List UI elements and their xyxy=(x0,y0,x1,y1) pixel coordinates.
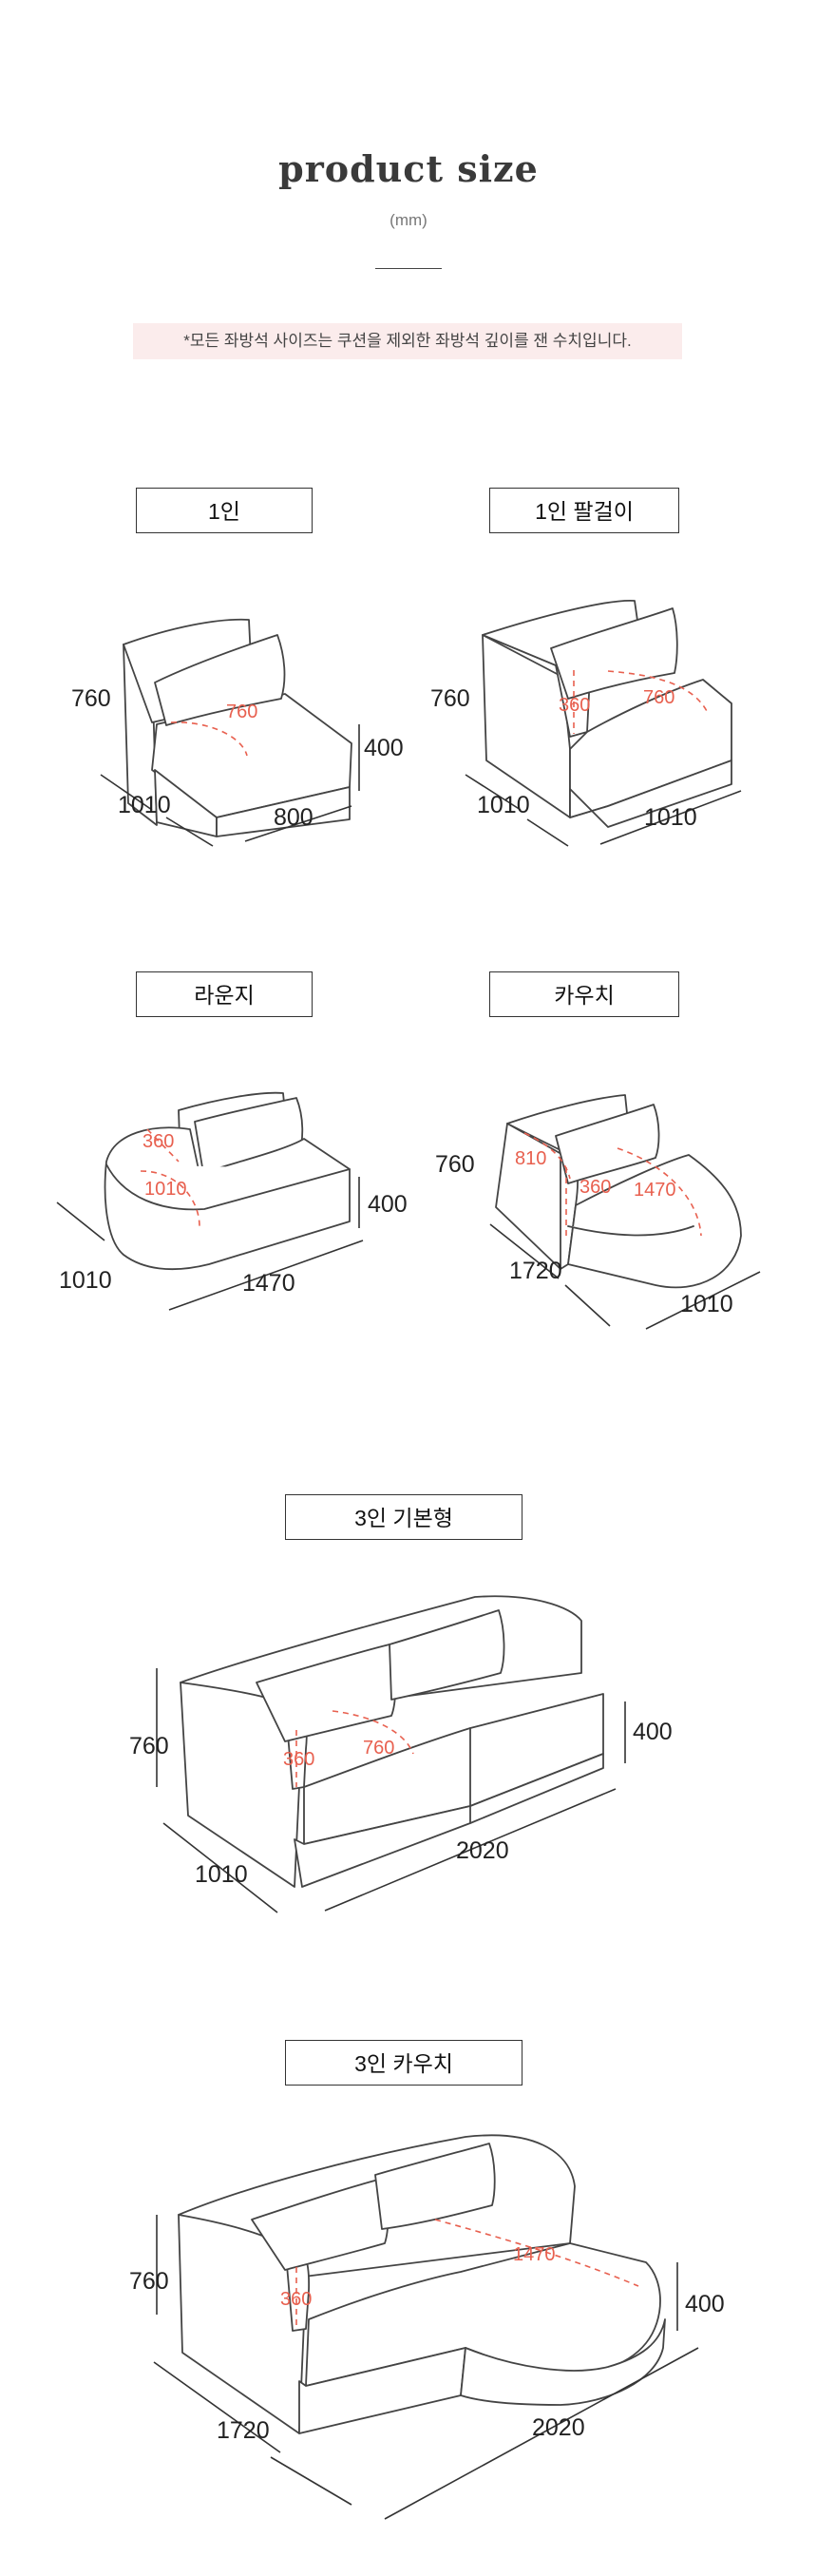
three-basic-width: 2020 xyxy=(456,1837,509,1864)
product-label-lounge: 라운지 xyxy=(136,971,313,1017)
product-label-three-basic: 3인 기본형 xyxy=(285,1494,522,1540)
single-seat-depth: 760 xyxy=(226,702,257,722)
three-basic-seat-depth: 760 xyxy=(363,1738,394,1759)
single-arm-depth: 1010 xyxy=(477,792,530,818)
couch-arm: 360 xyxy=(580,1177,611,1198)
three-couch-arm: 360 xyxy=(280,2289,312,2310)
lounge-depth: 1010 xyxy=(59,1267,112,1294)
three-couch-depth: 1720 xyxy=(217,2417,270,2444)
title-divider xyxy=(375,268,442,269)
three-basic-depth: 1010 xyxy=(195,1861,248,1888)
three-couch-seat-height: 400 xyxy=(685,2291,725,2317)
three-couch-height: 760 xyxy=(129,2268,169,2295)
couch-depth: 1720 xyxy=(509,1258,562,1284)
single-arm-height: 760 xyxy=(430,685,470,712)
three-couch-width: 2020 xyxy=(532,2414,585,2441)
product-label-couch: 카우치 xyxy=(489,971,679,1017)
single-height: 760 xyxy=(71,685,111,712)
lounge-width: 1470 xyxy=(242,1270,295,1297)
single-seat-height: 400 xyxy=(364,735,404,761)
three-couch-seat-depth: 1470 xyxy=(513,2244,556,2265)
couch-width: 1010 xyxy=(680,1291,733,1317)
couch-arm-side: 810 xyxy=(515,1148,546,1169)
couch-height: 760 xyxy=(435,1151,475,1178)
single-width: 800 xyxy=(274,804,314,831)
measurement-notice: *모든 좌방석 사이즈는 쿠션을 제외한 좌방석 깊이를 잰 수치입니다. xyxy=(133,323,682,359)
three-basic-arm: 360 xyxy=(283,1749,314,1770)
couch-seat-depth: 1470 xyxy=(634,1180,676,1201)
three-basic-height: 760 xyxy=(129,1733,169,1759)
single-arm-width: 1010 xyxy=(644,804,697,831)
lounge-back: 360 xyxy=(142,1131,174,1152)
lounge-seat-depth: 1010 xyxy=(144,1179,187,1200)
product-label-three-couch: 3인 카우치 xyxy=(285,2040,522,2086)
unit-label: (mm) xyxy=(390,211,428,229)
single-depth: 1010 xyxy=(118,792,171,818)
three-basic-seat-height: 400 xyxy=(633,1719,673,1745)
page-title: product size xyxy=(278,147,539,190)
lounge-seat-height: 400 xyxy=(368,1191,408,1218)
product-label-single-arm: 1인 팔걸이 xyxy=(489,488,679,533)
single-arm-seat-depth: 760 xyxy=(643,687,674,708)
single-arm-arm: 360 xyxy=(559,695,590,716)
product-label-single: 1인 xyxy=(136,488,313,533)
